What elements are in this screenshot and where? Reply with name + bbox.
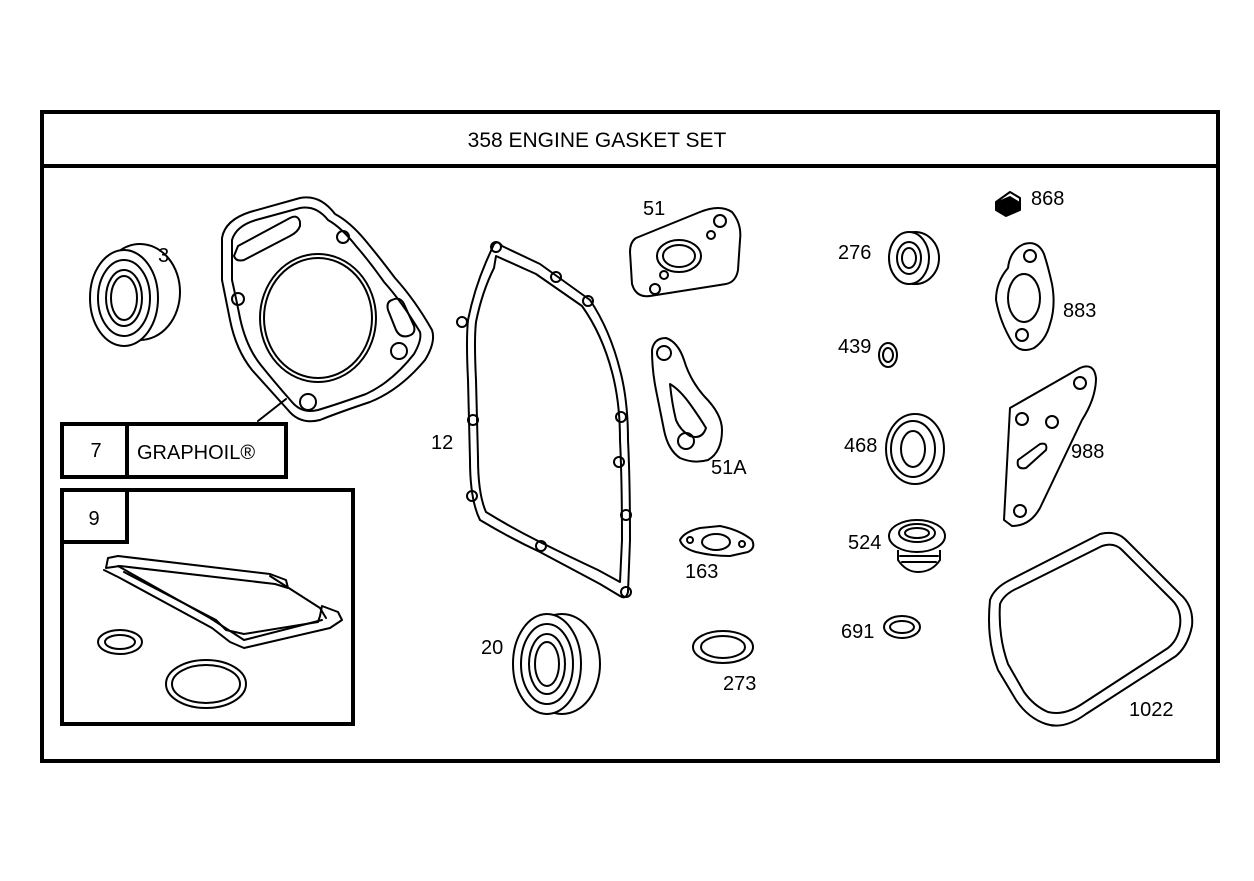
label-part-12: 12	[431, 432, 453, 454]
kit-9-washer-small[interactable]	[97, 629, 143, 655]
label-part-868: 868	[1031, 188, 1064, 210]
part-51-gasket[interactable]	[629, 207, 742, 298]
label-part-1022: 1022	[1129, 699, 1174, 721]
part-163-gasket[interactable]	[679, 525, 755, 557]
cylinder-head-gasket[interactable]	[221, 196, 435, 423]
part-988-plate[interactable]	[1003, 365, 1097, 527]
kit-9-box	[60, 488, 355, 726]
kit-9-number: 9	[88, 508, 99, 530]
part-3-seal[interactable]	[89, 243, 181, 347]
part-12-crankcase-gasket[interactable]	[456, 241, 632, 599]
label-part-20: 20	[481, 637, 503, 659]
part-691-washer[interactable]	[883, 615, 921, 639]
label-part-691: 691	[841, 621, 874, 643]
part-273-washer[interactable]	[692, 630, 754, 664]
diagram-frame	[40, 110, 1220, 763]
label-part-163: 163	[685, 561, 718, 583]
label-part-883: 883	[1063, 300, 1096, 322]
label-part-273: 273	[723, 673, 756, 695]
part-883-gasket[interactable]	[995, 242, 1055, 351]
part-20-seal[interactable]	[512, 613, 601, 715]
label-part-51A: 51A	[711, 457, 747, 479]
part-1022-gasket[interactable]	[988, 531, 1194, 727]
label-part-51: 51	[643, 198, 665, 220]
label-part-468: 468	[844, 435, 877, 457]
part-276-seal[interactable]	[888, 231, 940, 285]
diagram-title: 358 ENGINE GASKET SET	[468, 129, 727, 152]
label-part-439: 439	[838, 336, 871, 358]
kit-7-name: GRAPHOIL®	[137, 442, 255, 464]
label-part-3: 3	[158, 245, 169, 267]
part-868-plug[interactable]	[995, 191, 1021, 217]
valve-cover-gasket[interactable]	[103, 555, 343, 649]
kit-7-box	[60, 422, 288, 479]
label-part-524: 524	[848, 532, 881, 554]
part-51A-gasket[interactable]	[651, 337, 723, 463]
part-468-seal[interactable]	[885, 413, 945, 485]
label-part-276: 276	[838, 242, 871, 264]
part-439-washer[interactable]	[878, 342, 898, 368]
kit-9-washer-large[interactable]	[165, 659, 247, 709]
part-524-plug[interactable]	[888, 519, 946, 573]
kit-7-number: 7	[90, 440, 101, 462]
label-part-988: 988	[1071, 441, 1104, 463]
